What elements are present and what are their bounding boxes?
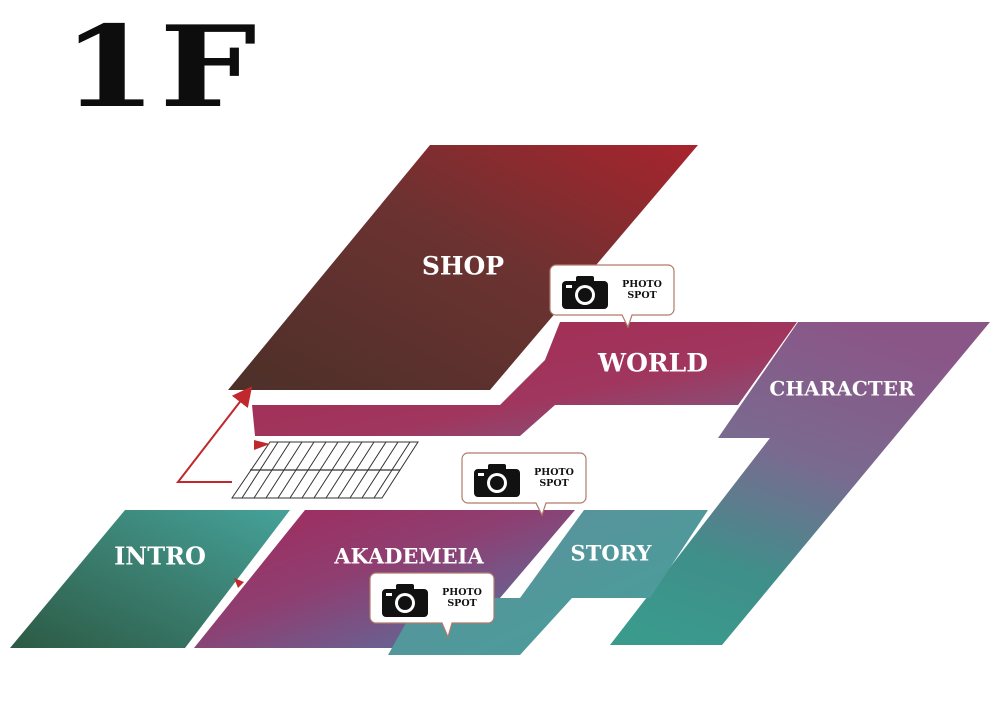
staircase (231, 441, 419, 499)
photo-spot-line2: SPOT (447, 598, 476, 609)
zone-shop[interactable] (228, 145, 698, 390)
camera-icon (474, 464, 520, 497)
photo-spot-world[interactable]: PHOTO SPOT (549, 264, 675, 329)
camera-icon (382, 584, 428, 617)
zone-label-akademeia: AKADEMEIA (333, 544, 484, 569)
zone-label-shop: SHOP (422, 252, 504, 281)
route-arrow (175, 386, 270, 588)
photo-spot-line1: PHOTO (442, 587, 482, 598)
photo-spot-line1: PHOTO (622, 279, 662, 290)
camera-icon (562, 276, 608, 309)
zone-label-story: STORY (571, 541, 653, 566)
floor-title: 1F (62, 2, 259, 133)
zone-label-character: CHARACTER (769, 377, 915, 401)
zone-label-intro: INTRO (114, 542, 206, 571)
zone-label-world: WORLD (597, 349, 708, 378)
zone-intro[interactable] (10, 510, 290, 648)
photo-spot-line2: SPOT (627, 290, 656, 301)
photo-spot-line1: PHOTO (534, 467, 574, 478)
photo-spot-akademeia[interactable]: PHOTO SPOT (461, 452, 587, 517)
zone-character[interactable] (610, 322, 990, 645)
zone-world-corridor[interactable] (252, 322, 797, 436)
photo-spot-line2: SPOT (539, 478, 568, 489)
photo-spot-story[interactable]: PHOTO SPOT (369, 572, 495, 639)
